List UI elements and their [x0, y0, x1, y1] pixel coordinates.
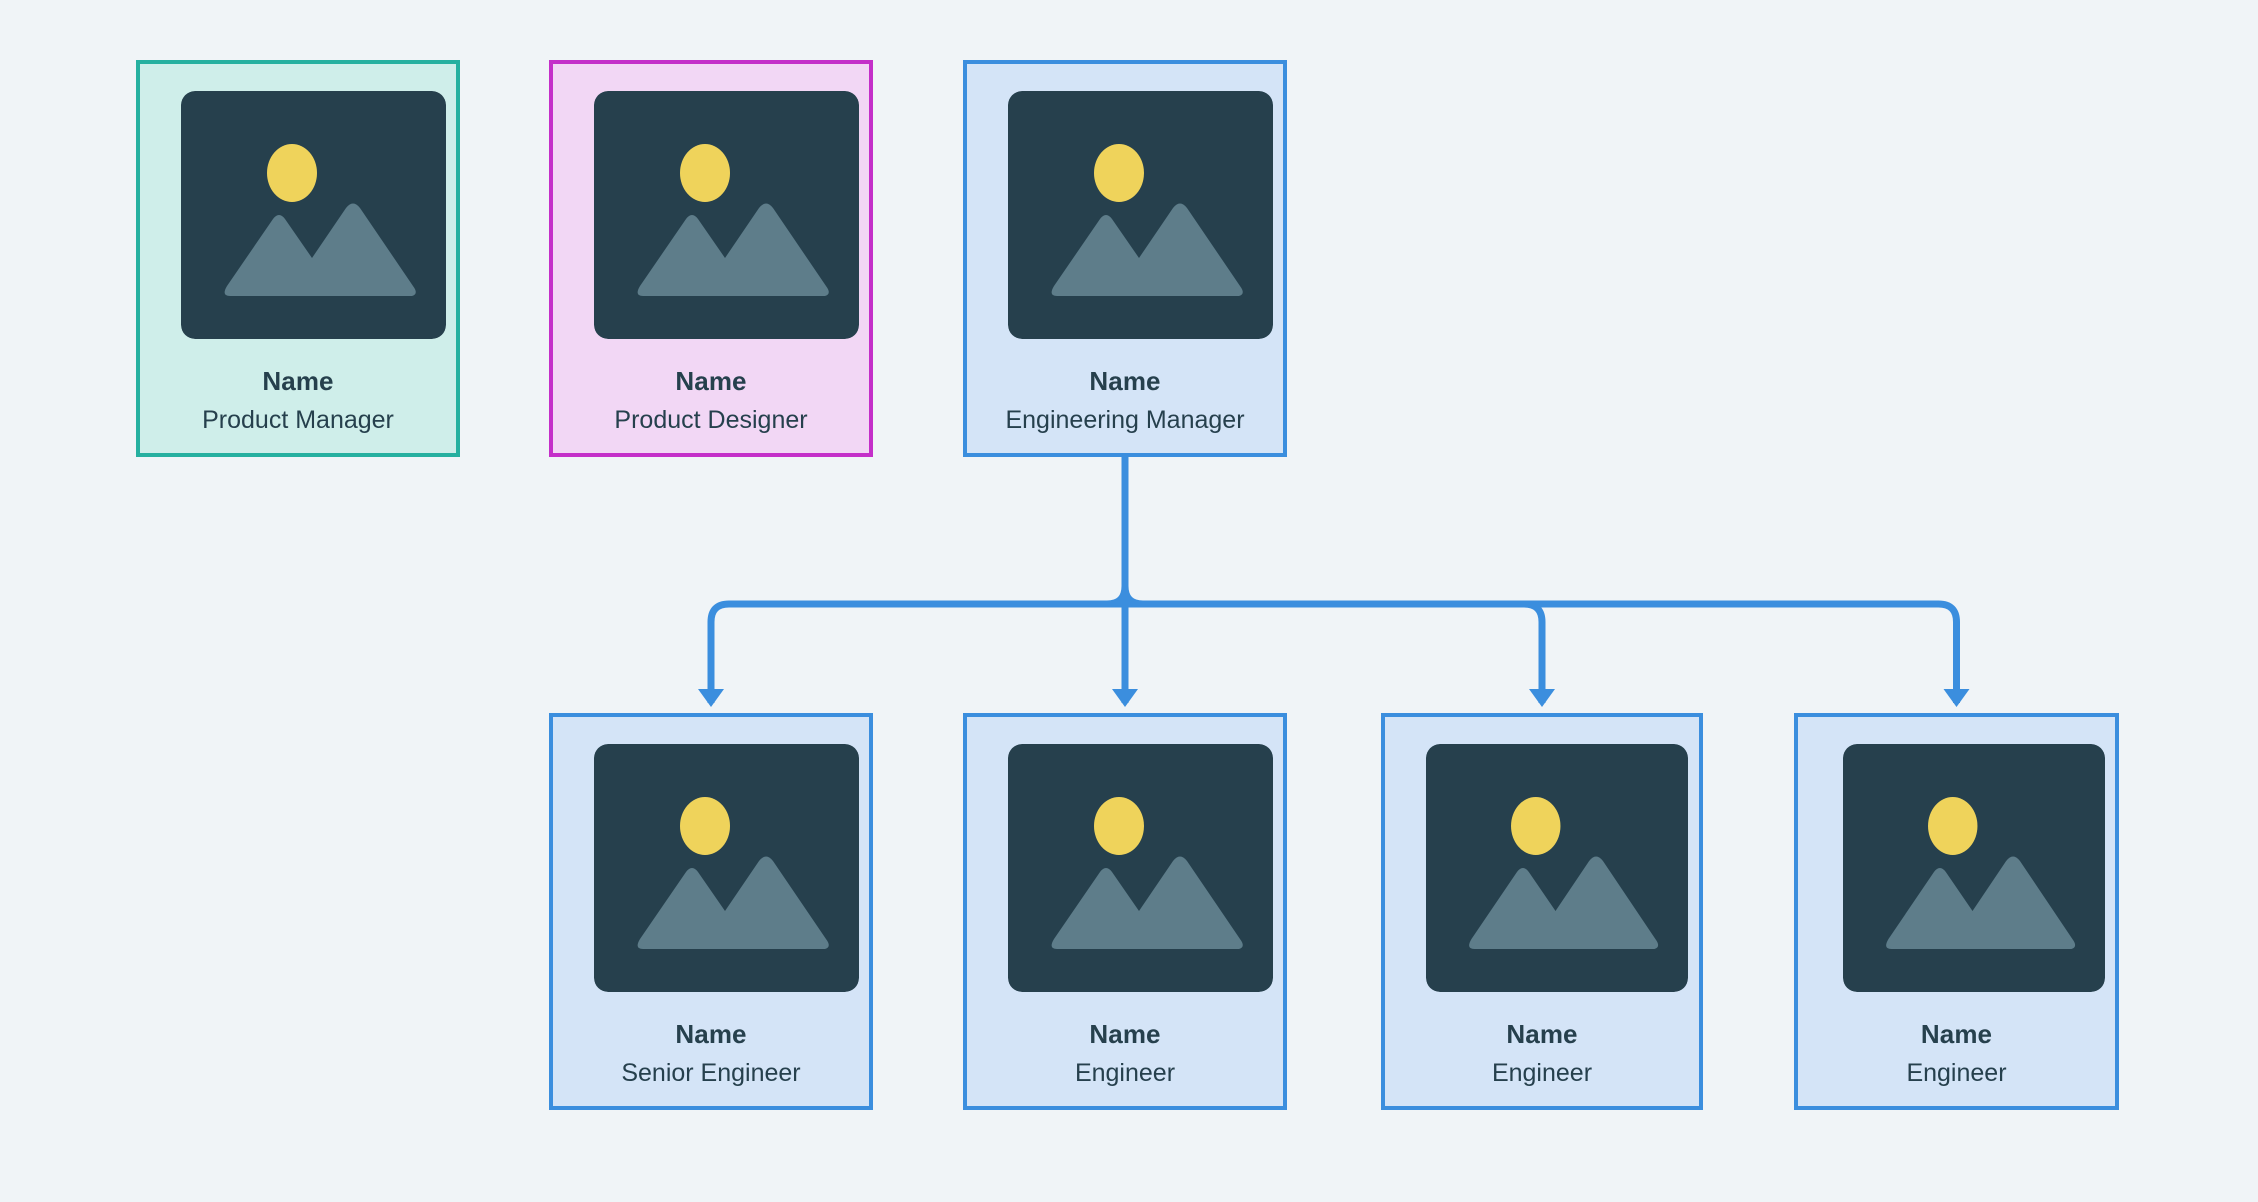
- org-node-product-designer[interactable]: Name Product Designer: [549, 60, 873, 457]
- person-role-engineering-manager: Engineering Manager: [1005, 405, 1245, 434]
- image-placeholder-icon: [593, 744, 859, 992]
- image-placeholder-icon: [1007, 91, 1273, 339]
- connector-engineering-manager-to-senior-engineer: [707, 600, 1125, 703]
- person-name-engineer-1: Name: [1089, 1019, 1161, 1049]
- arrowhead-engineer-1: [1112, 689, 1138, 707]
- photo-placeholder-engineer-3: [1842, 744, 2105, 992]
- person-name-engineering-manager: Name: [1089, 366, 1161, 396]
- org-node-product-manager[interactable]: Name Product Manager: [136, 60, 460, 457]
- org-node-engineer-3[interactable]: Name Engineer: [1794, 713, 2119, 1110]
- arrowhead-engineer-2: [1529, 689, 1555, 707]
- person-name-product-designer: Name: [675, 366, 747, 396]
- arrowhead-engineer-3: [1943, 689, 1970, 707]
- card-text: Name Engineer: [1385, 1019, 1699, 1088]
- image-placeholder-icon: [1842, 744, 2105, 992]
- connector-engineering-manager-to-engineer-2: [1125, 600, 1546, 703]
- card-text: Name Engineer: [967, 1019, 1283, 1088]
- connector-engineering-manager-to-engineer-3: [1125, 600, 1960, 703]
- image-placeholder-icon: [1007, 744, 1273, 992]
- photo-placeholder-senior-engineer: [593, 744, 859, 992]
- person-role-engineer-1: Engineer: [1074, 1058, 1176, 1087]
- connector-fillet: [1106, 585, 1129, 608]
- image-placeholder-icon: [1426, 744, 1688, 992]
- person-name-senior-engineer: Name: [675, 1019, 747, 1049]
- card-text: Name Product Manager: [140, 366, 456, 435]
- photo-placeholder-engineering-manager: [1007, 91, 1273, 339]
- card-text: Name Product Designer: [553, 366, 869, 435]
- person-role-senior-engineer: Senior Engineer: [621, 1058, 801, 1087]
- person-role-engineer-3: Engineer: [1906, 1058, 2007, 1087]
- photo-placeholder-product-manager: [180, 91, 446, 339]
- connector-fillet: [1121, 585, 1144, 608]
- card-text: Name Senior Engineer: [553, 1019, 869, 1088]
- card-text: Name Engineer: [1798, 1019, 2115, 1088]
- org-node-engineer-1[interactable]: Name Engineer: [963, 713, 1287, 1110]
- image-placeholder-icon: [180, 91, 446, 339]
- person-role-product-designer: Product Designer: [614, 405, 808, 434]
- person-name-engineer-2: Name: [1506, 1019, 1578, 1049]
- org-node-engineering-manager[interactable]: Name Engineering Manager: [963, 60, 1287, 457]
- person-name-engineer-3: Name: [1920, 1019, 1993, 1049]
- image-placeholder-icon: [593, 91, 859, 339]
- photo-placeholder-engineer-2: [1426, 744, 1688, 992]
- card-text: Name Engineering Manager: [967, 366, 1283, 435]
- person-role-product-manager: Product Manager: [202, 405, 394, 434]
- photo-placeholder-product-designer: [593, 91, 859, 339]
- org-node-engineer-2[interactable]: Name Engineer: [1381, 713, 1703, 1110]
- org-node-senior-engineer[interactable]: Name Senior Engineer: [549, 713, 873, 1110]
- arrowhead-senior-engineer: [698, 689, 724, 707]
- person-role-engineer-2: Engineer: [1491, 1058, 1593, 1087]
- photo-placeholder-engineer-1: [1007, 744, 1273, 992]
- person-name-product-manager: Name: [262, 366, 334, 396]
